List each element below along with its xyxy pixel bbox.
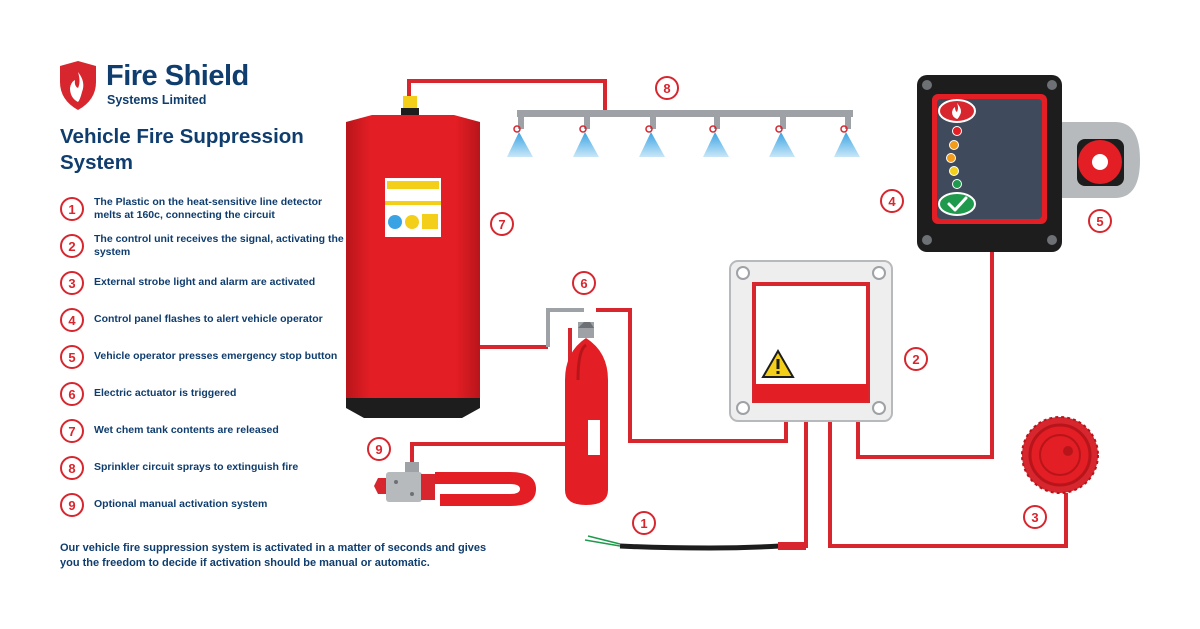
step-text: Optional manual activation system	[94, 498, 268, 511]
sprinkler-pipe	[517, 110, 853, 117]
callout-9: 9	[367, 437, 391, 461]
step-number: 4	[60, 308, 84, 332]
flame-icon	[938, 99, 976, 123]
step-number: 5	[60, 345, 84, 369]
shield-flame-icon	[60, 61, 96, 110]
check-icon	[938, 192, 976, 216]
actuator-cylinder	[565, 338, 608, 505]
sprinkler-nozzle	[507, 117, 533, 157]
brand-subtitle: Systems Limited	[107, 93, 207, 107]
wire-actuator-to-control	[596, 308, 788, 443]
step-text: Control panel flashes to alert vehicle o…	[94, 313, 323, 326]
sprinkler-nozzle	[834, 117, 860, 157]
step-text: Vehicle operator presses emergency stop …	[94, 350, 338, 363]
footer-text: Our vehicle fire suppression system is a…	[60, 542, 487, 569]
step-item: 6 Electric actuator is triggered	[60, 378, 350, 410]
heat-detector-line	[584, 535, 806, 551]
strobe-alarm	[1021, 416, 1099, 494]
wire-control-to-panel	[856, 250, 994, 459]
step-text: Electric actuator is triggered	[94, 387, 237, 400]
emergency-stop-button	[1077, 139, 1124, 186]
callout-6: 6	[572, 271, 596, 295]
step-item: 3 External strobe light and alarm are ac…	[60, 267, 350, 299]
step-text: External strobe light and alarm are acti…	[94, 276, 316, 289]
step-text: The control unit receives the signal, ac…	[94, 232, 344, 259]
tank-label	[385, 178, 441, 237]
step-item: 8 Sprinkler circuit sprays to extinguish…	[60, 452, 350, 484]
step-number: 2	[60, 234, 84, 258]
step-number: 6	[60, 382, 84, 406]
step-number: 1	[60, 197, 84, 221]
sprinkler-nozzle	[703, 117, 729, 157]
step-number: 9	[60, 493, 84, 517]
step-number: 3	[60, 271, 84, 295]
step-number: 7	[60, 419, 84, 443]
step-number: 8	[60, 456, 84, 480]
callout-7: 7	[490, 212, 514, 236]
wire-control-to-detector	[780, 420, 808, 548]
step-item: 9 Optional manual activation system	[60, 489, 350, 521]
warning-icon	[761, 348, 795, 378]
pipe-actuator	[546, 308, 584, 347]
sprinkler-nozzle	[573, 117, 599, 157]
wire-tank-to-sprinklers	[407, 79, 607, 112]
sprinkler-nozzles	[507, 117, 860, 157]
control-panel	[917, 75, 1140, 252]
step-text: Sprinkler circuit sprays to extinguish f…	[94, 461, 299, 474]
callout-2: 2	[904, 347, 928, 371]
step-item: 4 Control panel flashes to alert vehicle…	[60, 304, 350, 336]
step-text: The Plastic on the heat-sensitive line d…	[94, 195, 323, 222]
callout-3: 3	[1023, 505, 1047, 529]
step-item: 5 Vehicle operator presses emergency sto…	[60, 341, 350, 373]
callout-8: 8	[655, 76, 679, 100]
control-unit	[729, 260, 893, 422]
brand-name: Fire Shield	[106, 60, 249, 92]
step-item: 7 Wet chem tank contents are released	[60, 415, 350, 447]
electric-actuator	[565, 322, 608, 505]
sprinkler-nozzle	[639, 117, 665, 157]
step-item: 1 The Plastic on the heat-sensitive line…	[60, 193, 350, 225]
callout-4: 4	[880, 189, 904, 213]
manual-activation-unit	[374, 462, 536, 506]
callout-1: 1	[632, 511, 656, 535]
page-title: Vehicle Fire Suppression System	[60, 125, 304, 174]
callout-5: 5	[1088, 209, 1112, 233]
wet-chem-tank	[346, 96, 480, 418]
sprinkler-circuit	[507, 110, 860, 157]
tank-cap	[403, 96, 417, 108]
tank-base	[346, 398, 480, 418]
sprinkler-nozzle	[769, 117, 795, 157]
step-text: Wet chem tank contents are released	[94, 424, 279, 437]
step-item: 2 The control unit receives the signal, …	[60, 230, 350, 262]
wire-control-to-alarm	[828, 420, 1068, 548]
